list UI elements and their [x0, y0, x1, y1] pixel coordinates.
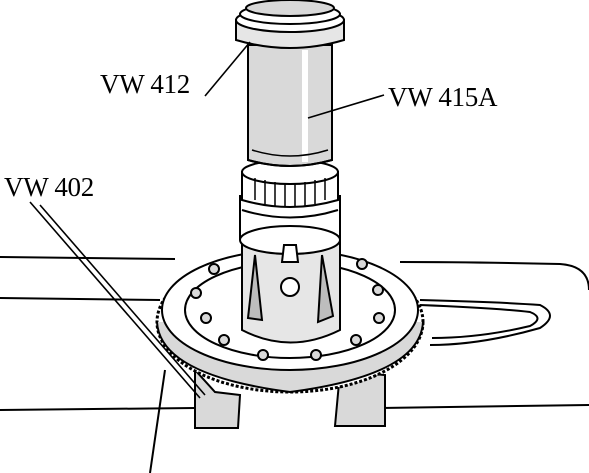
label-vw-415a: VW 415A: [388, 82, 498, 112]
leader-402: [29, 201, 201, 399]
thrust-piece: [235, 0, 345, 49]
leader-415a: [307, 94, 385, 119]
bolt-holes: [190, 258, 385, 361]
label-vw-412: VW 412: [100, 69, 190, 99]
label-vw-402: VW 402: [4, 172, 94, 202]
support-stand: [194, 367, 386, 429]
housing-outline: [0, 256, 589, 473]
press-tube: [247, 44, 333, 167]
leader-412: [204, 41, 251, 97]
differential-housing: [239, 195, 341, 344]
leader-lines: [29, 41, 385, 399]
bearing: [241, 159, 339, 208]
